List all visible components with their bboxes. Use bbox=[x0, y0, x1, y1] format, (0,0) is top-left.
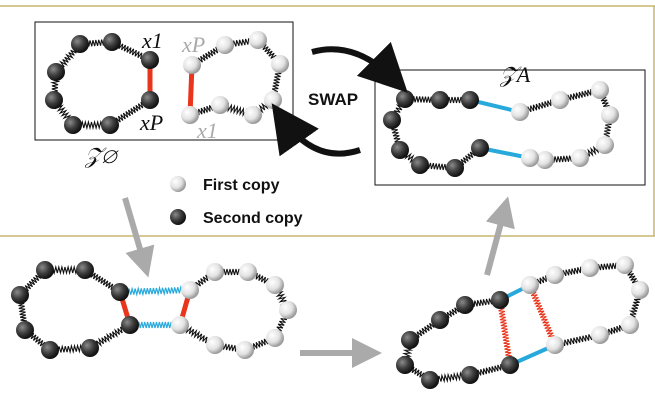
bottom-right-dark-bead bbox=[396, 356, 414, 374]
bottom-right-dark-bead bbox=[501, 356, 519, 374]
z-a-light-bead bbox=[521, 149, 539, 167]
bottom-left-dark-bead bbox=[121, 316, 139, 334]
bottom-right-light-bead bbox=[581, 259, 599, 277]
z-a-dark-bead bbox=[391, 141, 409, 159]
z-empty-dark-bead bbox=[101, 116, 119, 134]
z-empty-light-bead bbox=[264, 91, 282, 109]
legend-light-bead bbox=[170, 176, 186, 192]
bottom-left-light-bead bbox=[171, 316, 189, 334]
bottom-left-light-bead bbox=[279, 301, 297, 319]
bottom-right-light-bead bbox=[621, 316, 639, 334]
z-empty-dark-bead bbox=[64, 116, 82, 134]
swap-label: SWAP bbox=[308, 90, 358, 109]
bottom-right-dark-bead bbox=[431, 311, 449, 329]
bottom-left-dark-bead bbox=[76, 261, 94, 279]
bottom-right-light-bead bbox=[631, 281, 649, 299]
label-x1-light: x1 bbox=[196, 118, 218, 143]
z-a-light-bead bbox=[536, 151, 554, 169]
z-empty-light-bead bbox=[249, 31, 267, 49]
z-a-light-bead bbox=[591, 81, 609, 99]
bottom-left-light-bead bbox=[206, 263, 224, 281]
bottom-left-dark-bead bbox=[41, 341, 59, 359]
red-spring-br-left bbox=[495, 299, 513, 366]
z-empty-light-bead bbox=[183, 56, 201, 74]
bottom-left-light-bead bbox=[266, 276, 284, 294]
bottom-right-dark-bead bbox=[461, 366, 479, 384]
z-empty-light-bead bbox=[181, 106, 199, 124]
z-a-light-bead bbox=[571, 149, 589, 167]
z-empty-dark-bead bbox=[47, 63, 65, 81]
z-empty-light-bead bbox=[211, 96, 229, 114]
bottom-right-light-bead bbox=[546, 266, 564, 284]
z-a-label: 𝒵A bbox=[499, 62, 531, 87]
bottom-right-light-bead bbox=[521, 276, 539, 294]
z-empty-light-bead bbox=[271, 55, 289, 73]
label-xp-dark: xP bbox=[139, 110, 163, 135]
bottom-left-light-bead bbox=[239, 263, 257, 281]
z-empty-dark-bead bbox=[103, 33, 121, 51]
legend-first-copy: First copy bbox=[203, 177, 280, 194]
polymer-beads bbox=[11, 31, 649, 389]
bottom-left-light-bead bbox=[236, 341, 254, 359]
bottom-right-dark-bead bbox=[456, 296, 474, 314]
z-a-dark-bead bbox=[431, 91, 449, 109]
z-a-dark-bead bbox=[461, 91, 479, 109]
bottom-right-dark-bead bbox=[401, 331, 419, 349]
bottom-left-light-bead bbox=[181, 281, 199, 299]
z-empty-dark-bead bbox=[141, 91, 159, 109]
red-spring-br-right bbox=[526, 284, 557, 346]
swap-arrow-backward bbox=[271, 103, 361, 157]
z-a-light-bead bbox=[551, 91, 569, 109]
z-empty-frame bbox=[34, 21, 294, 141]
bottom-right-dark-bead bbox=[491, 291, 509, 309]
z-empty-light-bead bbox=[216, 36, 234, 54]
z-empty-dark-bead bbox=[45, 91, 63, 109]
blue-spring-bl-top bbox=[119, 284, 191, 297]
bottom-left-dark-bead bbox=[16, 321, 34, 339]
swap-arrow-forward bbox=[311, 41, 408, 93]
bottom-left-dark-bead bbox=[111, 283, 129, 301]
z-a-light-bead bbox=[596, 136, 614, 154]
z-a-frame bbox=[374, 69, 646, 186]
bottom-left-dark-bead bbox=[11, 286, 29, 304]
label-xp-light: xP bbox=[181, 32, 205, 57]
z-a-dark-bead bbox=[396, 90, 414, 108]
bottom-right-light-bead bbox=[546, 336, 564, 354]
z-a-light-bead bbox=[511, 103, 529, 121]
bottom-right-dark-bead bbox=[421, 371, 439, 389]
z-empty-light-bead bbox=[244, 106, 262, 124]
bottom-right-light-bead bbox=[616, 256, 634, 274]
z-a-dark-bead bbox=[383, 111, 401, 129]
gray-arrow-down bbox=[122, 197, 155, 278]
z-a-dark-bead bbox=[446, 159, 464, 177]
z-empty-dark-bead bbox=[141, 51, 159, 69]
legend-second-copy: Second copy bbox=[203, 210, 303, 227]
bottom-left-light-bead bbox=[206, 336, 224, 354]
top-panel bbox=[0, 5, 655, 237]
z-a-dark-bead bbox=[471, 139, 489, 157]
bottom-left-light-bead bbox=[266, 329, 284, 347]
z-a-light-bead bbox=[601, 106, 619, 124]
bottom-left-dark-bead bbox=[36, 261, 54, 279]
bottom-right-light-bead bbox=[591, 326, 609, 344]
z-empty-dark-bead bbox=[71, 35, 89, 53]
label-x1-dark: x1 bbox=[141, 28, 163, 53]
z-a-dark-bead bbox=[411, 156, 429, 174]
z-empty-label: 𝒵∅ bbox=[84, 143, 119, 168]
legend-dark-bead bbox=[170, 209, 186, 225]
legend: First copy Second copy bbox=[170, 176, 303, 227]
gray-arrow-up bbox=[484, 196, 515, 276]
bottom-left-dark-bead bbox=[81, 339, 99, 357]
